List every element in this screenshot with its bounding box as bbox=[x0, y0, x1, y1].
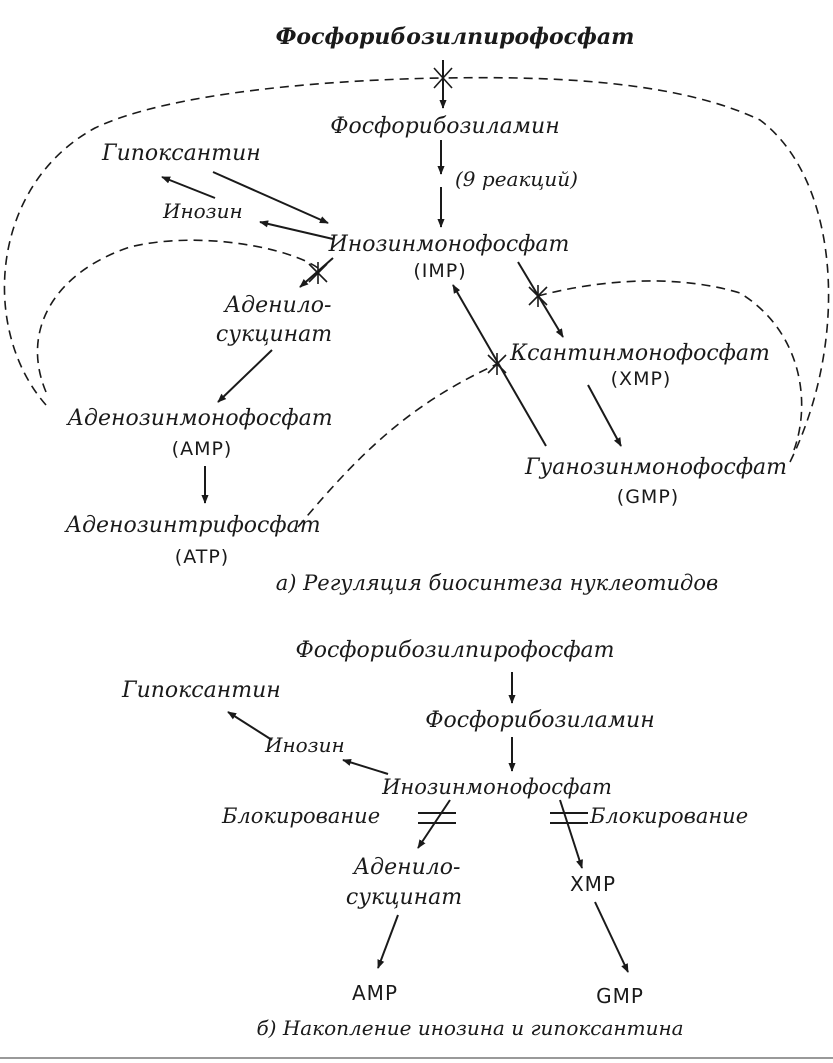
hypoxanthine-label-b: Гипоксантин bbox=[121, 678, 281, 703]
adenylo-line1-a: Аденило- bbox=[223, 293, 332, 318]
gmp-label-b: GMP bbox=[596, 984, 644, 1008]
block-left-label-b: Блокирование bbox=[221, 804, 380, 828]
caption-a: а) Регуляция биосинтеза нуклеотидов bbox=[276, 571, 718, 595]
imp-name-label-a: Инозинмонофосфат bbox=[328, 232, 570, 257]
arrow-inosine-to-hypoxanthine-b bbox=[227, 711, 273, 741]
atp-name-label-a: Аденозинтрифосфат bbox=[63, 513, 320, 538]
pra-label-a: Фосфорибозиламин bbox=[330, 114, 559, 139]
arrow-xmp-to-gmp-b bbox=[594, 901, 629, 973]
caption-b: б) Накопление инозина и гипоксантина bbox=[256, 1016, 683, 1040]
xmp-name-label-a: Ксантинмонофосфат bbox=[509, 341, 770, 366]
diagram-a: Фосфорибозилпирофосфат Фосфорибозиламин … bbox=[3, 24, 830, 595]
block-mark-left-b bbox=[418, 812, 456, 824]
prpp-label-a: Фосфорибозилпирофосфат bbox=[276, 24, 635, 50]
feedback-amp-to-adenylosuccinate-a bbox=[36, 239, 319, 393]
xmp-abbr-label-a: (XMP) bbox=[611, 368, 672, 390]
imp-label-b: Инозинмонофосфат bbox=[381, 775, 612, 799]
feedback-gmp-to-xmp-a bbox=[537, 280, 803, 451]
inosine-label-a: Инозин bbox=[162, 199, 243, 223]
arrow-xmp-to-gmp-a bbox=[587, 384, 622, 447]
reactions-label-a: (9 реакций) bbox=[455, 167, 578, 191]
arrow-inosine-to-hypoxanthine-a bbox=[161, 176, 216, 199]
inhibition-mark-prpp-a bbox=[433, 66, 453, 90]
atp-abbr-label-a: (ATP) bbox=[175, 546, 229, 568]
inosine-label-b: Инозин bbox=[264, 733, 345, 757]
block-right-label-b: Блокирование bbox=[589, 804, 748, 828]
inhibition-mark-xmp-a bbox=[528, 285, 548, 307]
xmp-label-b: XMP bbox=[570, 872, 616, 896]
arrow-hypoxanthine-to-imp-a bbox=[212, 171, 329, 224]
inhibition-mark-adenylosuccinate-a bbox=[308, 262, 328, 284]
arrow-imp-to-xmp-b bbox=[559, 799, 583, 869]
adenylo-line2-b: сукцинат bbox=[346, 885, 462, 910]
feedback-atp-to-gmp-branch-a bbox=[297, 363, 498, 528]
pra-label-b: Фосфорибозиламин bbox=[425, 708, 654, 733]
gmp-name-label-a: Гуанозинмонофосфат bbox=[524, 455, 787, 480]
arrow-imp-to-inosine-b bbox=[342, 758, 389, 775]
hypoxanthine-label-a: Гипоксантин bbox=[101, 141, 261, 166]
adenylo-line1-b: Аденило- bbox=[352, 855, 461, 880]
amp-name-label-a: Аденозинмонофосфат bbox=[65, 406, 332, 431]
imp-abbr-label-a: (IMP) bbox=[413, 260, 466, 282]
feedback-amp-to-prpp-a bbox=[3, 77, 441, 406]
amp-abbr-label-a: (AMP) bbox=[172, 438, 233, 460]
block-mark-right-b bbox=[550, 812, 588, 824]
gmp-abbr-label-a: (GMP) bbox=[617, 486, 679, 508]
adenylo-line2-a: сукцинат bbox=[216, 322, 332, 347]
amp-label-b: AMP bbox=[352, 981, 398, 1005]
arrow-adenylosuccinate-to-amp-b bbox=[377, 914, 399, 969]
prpp-label-b: Фосфорибозилпирофосфат bbox=[295, 638, 614, 663]
arrow-adenylosuccinate-to-amp-a bbox=[217, 349, 273, 403]
inhibition-mark-gmp-imp-a bbox=[487, 353, 507, 375]
feedback-gmp-to-prpp-a bbox=[445, 76, 830, 463]
arrow-imp-to-inosine-a bbox=[259, 220, 334, 240]
diagram-b: Фосфорибозилпирофосфат Фосфорибозиламин … bbox=[121, 638, 748, 1040]
